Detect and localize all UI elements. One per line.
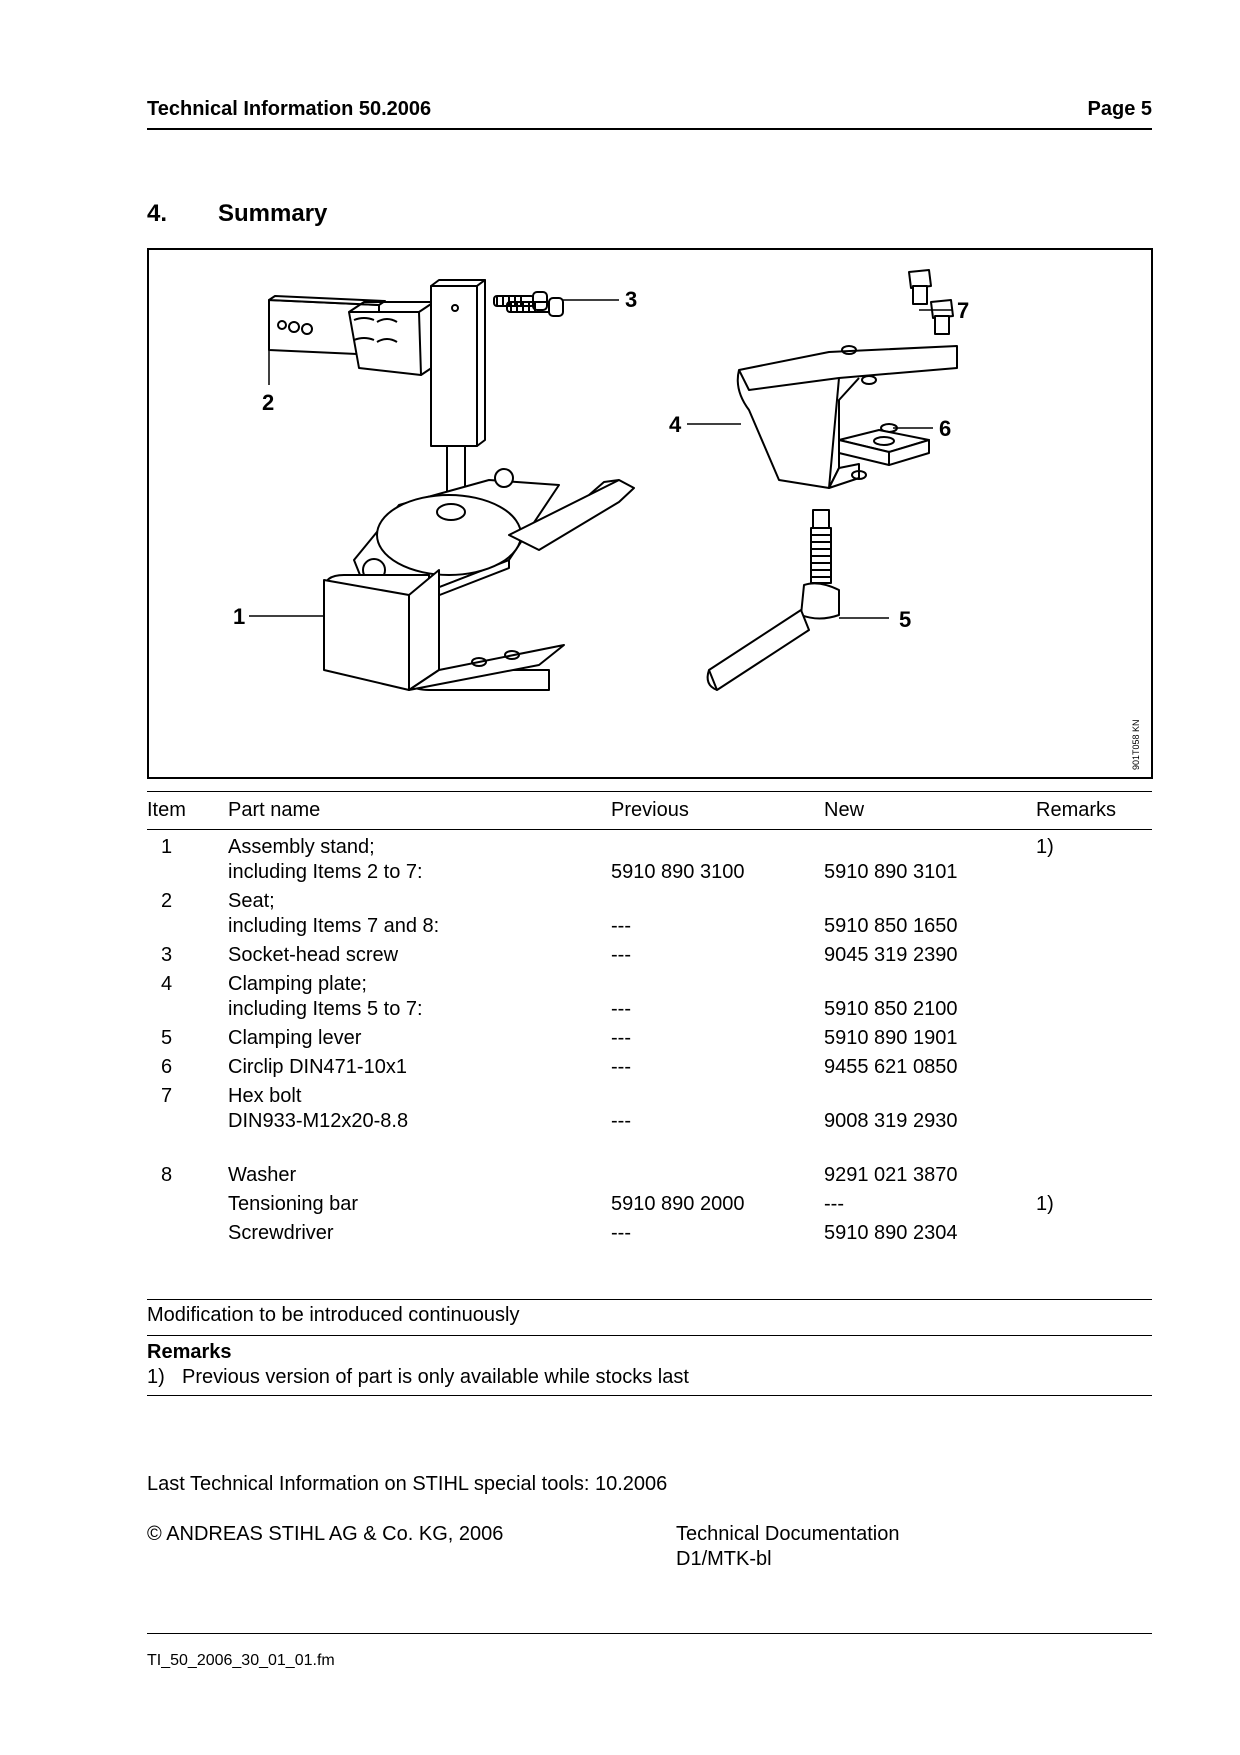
row-new: 9045 319 2390 <box>824 944 958 966</box>
row-previous: --- <box>611 998 631 1020</box>
parts-table: Item Part name Previous New Remarks 1 As… <box>147 791 1152 1290</box>
post-part <box>430 279 486 520</box>
row-new: 9455 621 0850 <box>824 1056 958 1078</box>
row-part-name-2: DIN933-M12x20-8.8 <box>228 1110 409 1132</box>
file-name: TI_50_2006_30_01_01.fm <box>147 1652 335 1669</box>
row-part-name: Tensioning bar <box>228 1193 359 1215</box>
row-part-name: Socket-head screw <box>228 944 399 966</box>
row-remarks: 1) <box>1036 1193 1054 1215</box>
table-body: 1 Assembly stand; including Items 2 to 7… <box>147 830 1152 1290</box>
row-item: 8 <box>161 1164 173 1186</box>
row-item: 1 <box>161 836 173 858</box>
row-previous: --- <box>611 1222 631 1244</box>
footer-divider <box>147 1633 1152 1634</box>
clamping-lever <box>706 509 840 691</box>
callout-5: 5 <box>899 607 911 632</box>
row-part-name: Screwdriver <box>228 1222 334 1244</box>
callout-6: 6 <box>939 416 951 441</box>
row-previous: --- <box>611 1056 631 1078</box>
divider <box>147 1299 1152 1300</box>
row-part-name: Hex bolt <box>228 1085 302 1107</box>
row-previous: --- <box>611 1027 631 1049</box>
page-number: Page 5 <box>1087 98 1152 120</box>
tech-doc-line1: Technical Documentation <box>676 1523 900 1545</box>
row-item: 5 <box>161 1027 173 1049</box>
seat-part <box>268 295 437 376</box>
callout-7: 7 <box>957 298 969 323</box>
callout-leaders <box>249 299 953 619</box>
callout-3: 3 <box>625 287 637 312</box>
modification-note: Modification to be introduced continuous… <box>147 1304 520 1326</box>
remarks-title: Remarks <box>147 1341 232 1363</box>
row-new: 9008 319 2930 <box>824 1110 958 1132</box>
row-new: 5910 890 1901 <box>824 1027 958 1049</box>
divider <box>147 1395 1152 1396</box>
header-previous: Previous <box>611 799 689 821</box>
row-part-name: Circlip DIN471-10x1 <box>228 1056 407 1078</box>
row-previous: 5910 890 2000 <box>611 1193 745 1215</box>
base-plate <box>353 468 635 604</box>
row-part-name: Seat; <box>228 890 275 912</box>
row-part-name: Assembly stand; <box>228 836 375 858</box>
row-new: 5910 850 1650 <box>824 915 958 937</box>
row-item: 6 <box>161 1056 173 1078</box>
row-part-name: Clamping plate; <box>228 973 367 995</box>
row-new: 5910 890 2304 <box>824 1222 958 1244</box>
parts-illustration: 3 2 1 4 5 6 7 901T058 KN <box>147 248 1153 779</box>
remark-marker: 1) <box>147 1366 165 1388</box>
table-header: Item Part name Previous New Remarks <box>147 791 1152 830</box>
row-part-name-2: including Items 7 and 8: <box>228 915 440 937</box>
row-part-name: Clamping lever <box>228 1027 362 1049</box>
callout-2: 2 <box>262 390 274 415</box>
document-title: Technical Information 50.2006 <box>147 98 432 120</box>
header-part-name: Part name <box>228 799 321 821</box>
circlip-and-washer <box>838 423 930 466</box>
row-previous: 5910 890 3100 <box>611 861 745 883</box>
row-new: 5910 850 2100 <box>824 998 958 1020</box>
row-previous: --- <box>611 1110 631 1132</box>
row-part-name-2: including Items 5 to 7: <box>228 998 423 1020</box>
tech-doc-line2: D1/MTK-bl <box>676 1548 772 1570</box>
row-part-name: Washer <box>228 1164 297 1186</box>
row-part-name-2: including Items 2 to 7: <box>228 861 423 883</box>
header-new: New <box>824 799 865 821</box>
hex-bolts <box>908 269 954 335</box>
row-item: 3 <box>161 944 173 966</box>
socket-screws <box>493 291 564 317</box>
last-technical-info: Last Technical Information on STIHL spec… <box>147 1473 668 1495</box>
row-item: 2 <box>161 890 173 912</box>
row-new: --- <box>824 1193 844 1215</box>
copyright: © ANDREAS STIHL AG & Co. KG, 2006 <box>147 1523 504 1545</box>
remark-text: Previous version of part is only availab… <box>182 1366 689 1388</box>
row-previous: --- <box>611 915 631 937</box>
row-remarks: 1) <box>1036 836 1054 858</box>
row-previous: --- <box>611 944 631 966</box>
row-new: 9291 021 3870 <box>824 1164 958 1186</box>
row-new: 5910 890 3101 <box>824 861 958 883</box>
section-title: Summary <box>218 200 328 227</box>
clamping-plate <box>736 345 958 489</box>
row-item: 7 <box>161 1085 173 1107</box>
exploded-parts-drawing: 3 2 1 4 5 6 7 901T058 KN <box>233 269 1141 770</box>
header-remarks: Remarks <box>1036 799 1117 821</box>
row-item: 4 <box>161 973 173 995</box>
section-number: 4. <box>147 200 168 227</box>
divider <box>147 1335 1152 1336</box>
callout-1: 1 <box>233 604 245 629</box>
callout-4: 4 <box>669 412 682 437</box>
figure-ref-code: 901T058 KN <box>1131 719 1141 770</box>
header-item: Item <box>147 799 186 821</box>
assembly-stand <box>323 569 565 691</box>
page-header: Technical Information 50.2006 Page 5 <box>147 98 1152 130</box>
